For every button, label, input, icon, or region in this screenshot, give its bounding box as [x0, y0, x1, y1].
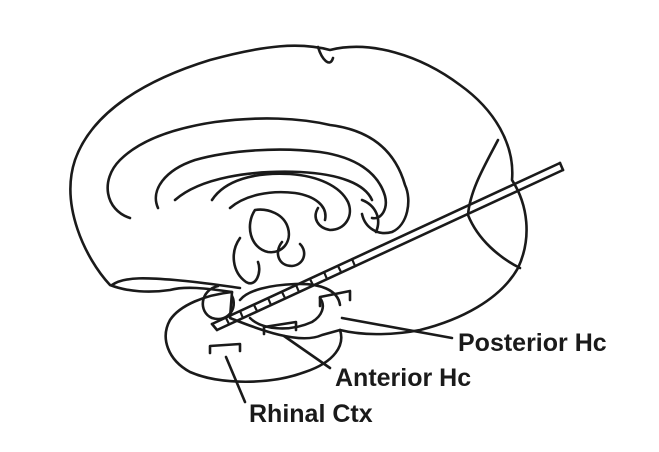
label-posterior-hc: Posterior Hc: [458, 329, 607, 357]
leader-anterior: [282, 334, 332, 370]
bracket-anterior: [262, 320, 298, 336]
mammillary-body: [276, 240, 306, 268]
fornix: [210, 172, 352, 232]
cerebrum-outline: [69, 44, 528, 340]
label-rhinal-ctx: Rhinal Ctx: [249, 400, 373, 428]
callosal-fiber-line: [173, 170, 374, 202]
lateral-ventricle: [228, 190, 327, 222]
corpus-callosum-inner: [154, 148, 388, 220]
leader-rhinal: [224, 355, 247, 404]
optic-chiasm: [110, 276, 242, 290]
leader-posterior: [340, 316, 454, 340]
brainstem: [232, 236, 261, 285]
thalamus: [248, 208, 291, 254]
bracket-posterior: [318, 289, 352, 308]
corpus-callosum-outer: [106, 117, 410, 235]
amygdala: [201, 284, 235, 321]
depth-electrode: [210, 161, 565, 332]
hippocampal-body: [248, 296, 325, 330]
splenium-loop: [360, 198, 380, 234]
cortical-notch: [316, 45, 335, 64]
label-anterior-hc: Anterior Hc: [335, 364, 472, 392]
bracket-rhinal: [208, 342, 242, 355]
